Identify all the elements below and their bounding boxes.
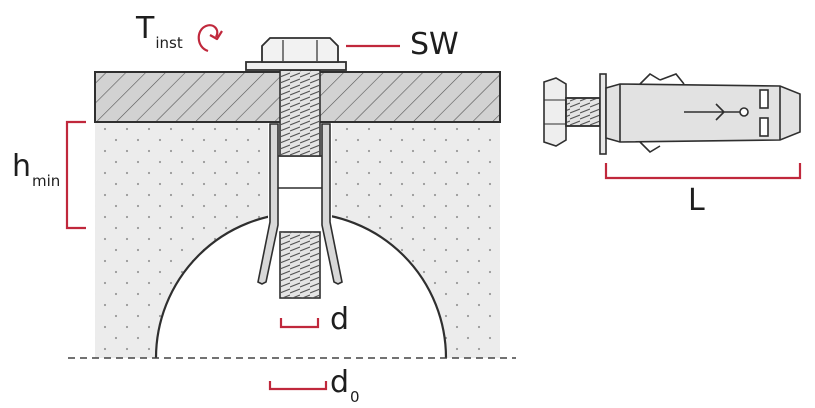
hole-diameter-label: d0 bbox=[330, 365, 360, 406]
anchor-side-view bbox=[543, 72, 801, 155]
d0-dimension-line bbox=[268, 381, 328, 391]
torque-subscript: inst bbox=[155, 34, 183, 52]
bolt-diameter-label: d bbox=[330, 302, 350, 337]
wrench-size-label: SW bbox=[410, 27, 459, 62]
l-dimension-line bbox=[604, 163, 802, 180]
torque-arrow-icon bbox=[197, 24, 223, 53]
anchor-length-label: L bbox=[688, 183, 705, 218]
hex-nut bbox=[245, 37, 347, 71]
d-dimension-line bbox=[279, 318, 320, 329]
hole-diameter-subscript: 0 bbox=[350, 388, 360, 406]
min-thickness-subscript: min bbox=[32, 172, 61, 190]
bolt-shaft bbox=[279, 69, 321, 299]
min-thickness-label: hmin bbox=[12, 149, 61, 190]
hmin-dimension-line bbox=[65, 120, 86, 230]
torque-label: Tinst bbox=[136, 11, 183, 52]
